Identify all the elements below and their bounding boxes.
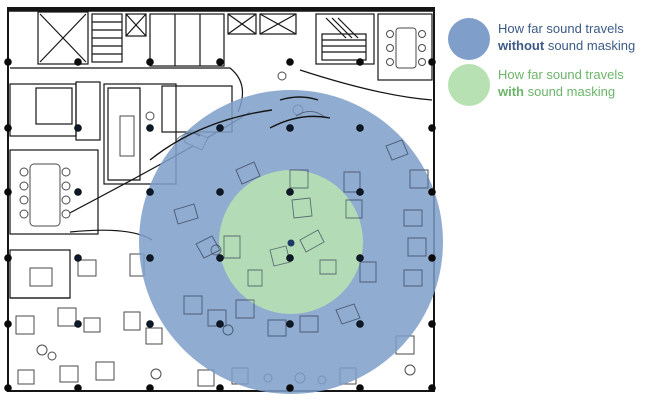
partitions [149,96,331,161]
mech-room [37,11,89,65]
speaker [357,255,363,261]
column [4,254,12,262]
column [216,384,224,392]
speaker [287,125,293,131]
legend-with-bold: with [498,83,524,99]
legend-with-rest: sound masking [524,83,616,99]
column [4,58,12,66]
conference-top-right [377,13,433,81]
speaker [147,321,153,327]
speaker [75,125,81,131]
stair-right [315,13,375,65]
speaker [75,189,81,195]
column [74,58,82,66]
speaker [217,189,223,195]
speaker [357,321,363,327]
legend-item-with-masking: How far sound travels with sound masking [448,64,648,106]
column [428,384,436,392]
swatch-with-masking [448,64,490,106]
speaker [75,321,81,327]
ceiling-speakers [75,125,363,327]
column [286,384,294,392]
column [74,384,82,392]
column [356,58,364,66]
column [286,58,294,66]
swatch-without-masking [448,18,490,60]
column [4,384,12,392]
speaker [147,125,153,131]
speaker [75,255,81,261]
restrooms [149,13,225,67]
stair-right-inner [321,33,367,61]
column [216,58,224,66]
shaft-a [125,13,147,37]
speaker [357,125,363,131]
legend-with-line1: How far sound travels [498,67,624,82]
office-mid [103,83,177,185]
column [428,254,436,262]
column [4,320,12,328]
speaker [217,321,223,327]
speaker [287,255,293,261]
column [146,384,154,392]
column [146,58,154,66]
office-left-1 [9,83,77,137]
column [4,188,12,196]
legend-without-rest: sound masking [544,37,636,53]
speaker [357,189,363,195]
office-left-3 [75,81,101,141]
speaker [217,255,223,261]
column [428,124,436,132]
column [4,124,12,132]
column [428,188,436,196]
legend-without-bold: without [498,37,545,53]
column [428,320,436,328]
speaker [287,189,293,195]
legend-label-with-masking: How far sound travels with sound masking [498,67,624,100]
speaker [217,125,223,131]
sound-source-dot [287,239,295,247]
legend-without-line1: How far sound travels [498,21,624,36]
column [356,384,364,392]
workstations-overlay [173,111,429,337]
elevator-b [259,13,297,35]
speaker [287,321,293,327]
speaker [147,255,153,261]
legend-label-without-masking: How far sound travels without sound mask… [498,21,635,54]
elevator-a [227,13,257,35]
speaker [147,189,153,195]
column [428,58,436,66]
office-left-2 [35,87,73,125]
legend-item-without-masking: How far sound travels without sound mask… [448,18,648,60]
